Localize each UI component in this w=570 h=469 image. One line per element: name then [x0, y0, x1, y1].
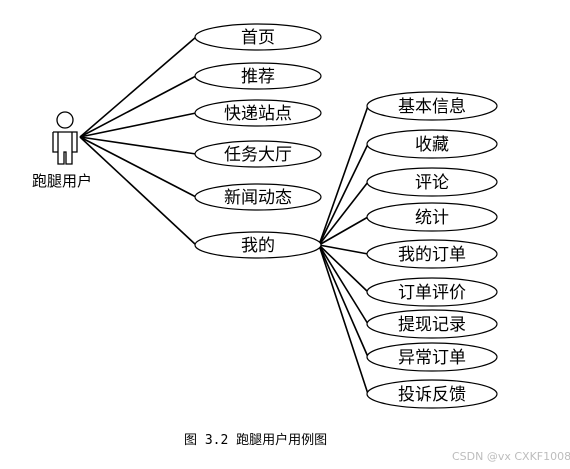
use-case-mine: 异常订单: [366, 342, 498, 372]
use-case-mine-ellipse: [366, 379, 498, 409]
use-case-main: 新闻动态: [194, 183, 322, 211]
association-lines: [79, 36, 369, 395]
use-case-main-label: 快递站点: [224, 104, 292, 124]
include-association-line: [318, 143, 369, 246]
use-case-mine: 基本信息: [366, 91, 498, 121]
use-case-main-ellipse: [194, 23, 322, 51]
actor-association-line: [79, 112, 197, 138]
use-case-mine-ellipse: [366, 202, 498, 232]
include-association-line: [318, 244, 369, 325]
include-association-line: [318, 244, 369, 395]
actor-body: [52, 131, 78, 165]
use-case-main-label: 推荐: [241, 67, 275, 87]
actor-association-line: [79, 36, 197, 138]
use-case-mine-ellipse: [366, 342, 498, 372]
use-case-mine: 订单评价: [366, 277, 498, 307]
use-case-main-label: 新闻动态: [224, 188, 292, 208]
actor-head: [56, 111, 74, 129]
use-case-main-ellipse: [194, 62, 322, 90]
actor-association-line: [79, 75, 197, 138]
include-association-line: [318, 216, 369, 246]
use-case-mine-ellipse: [366, 167, 498, 197]
use-case-mine-ellipse: [366, 91, 498, 121]
use-case-main: 我的: [194, 231, 322, 259]
use-case-main: 快递站点: [194, 99, 322, 127]
use-case-mine-label: 订单评价: [398, 283, 466, 303]
use-case-main-ellipse: [194, 231, 322, 259]
use-case-mine-label: 异常订单: [398, 348, 466, 368]
use-case-mine-ellipse: [366, 129, 498, 159]
use-case-mine: 收藏: [366, 129, 498, 159]
actor-association-line: [79, 136, 197, 155]
include-association-line: [318, 181, 369, 246]
use-case-mine: 提现记录: [366, 309, 498, 339]
use-case-mine-label: 统计: [415, 208, 449, 228]
include-association-line: [318, 105, 369, 246]
use-case-mine: 统计: [366, 202, 498, 232]
use-case-main-label: 首页: [241, 28, 275, 48]
use-case-mine-ellipse: [366, 239, 498, 269]
include-association-line: [318, 244, 369, 358]
include-association-line: [318, 244, 369, 255]
use-case-mine-label: 评论: [415, 173, 449, 193]
actor-association-line: [79, 136, 197, 198]
use-case-mine: 评论: [366, 167, 498, 197]
include-association-line: [318, 244, 369, 293]
use-case-main: 推荐: [194, 62, 322, 90]
figure-caption: 图 3.2 跑腿用户用例图: [184, 432, 327, 448]
use-case-mine-label: 基本信息: [398, 97, 466, 117]
use-case-main-ellipse: [194, 183, 322, 211]
actor-figure: [52, 111, 78, 165]
watermark: CSDN @vx CXKF10088: [452, 450, 570, 463]
use-case-mine: 我的订单: [366, 239, 498, 269]
use-case-mine-label: 投诉反馈: [398, 385, 466, 405]
use-case-mine-ellipse: [366, 309, 498, 339]
use-case-main-ellipse: [194, 140, 322, 168]
use-case-main: 首页: [194, 23, 322, 51]
use-case-mine-ellipse: [366, 277, 498, 307]
actor-label: 跑腿用户: [32, 172, 92, 190]
use-case-mine-label: 我的订单: [398, 245, 466, 265]
actor-association-line: [79, 136, 197, 246]
use-case-main: 任务大厅: [194, 140, 322, 168]
use-case-mine-label: 提现记录: [398, 315, 466, 335]
use-case-main-label: 任务大厅: [224, 145, 292, 165]
use-case-mine-label: 收藏: [415, 135, 449, 155]
use-case-main-ellipse: [194, 99, 322, 127]
use-case-main-label: 我的: [241, 236, 275, 256]
use-case-mine: 投诉反馈: [366, 379, 498, 409]
